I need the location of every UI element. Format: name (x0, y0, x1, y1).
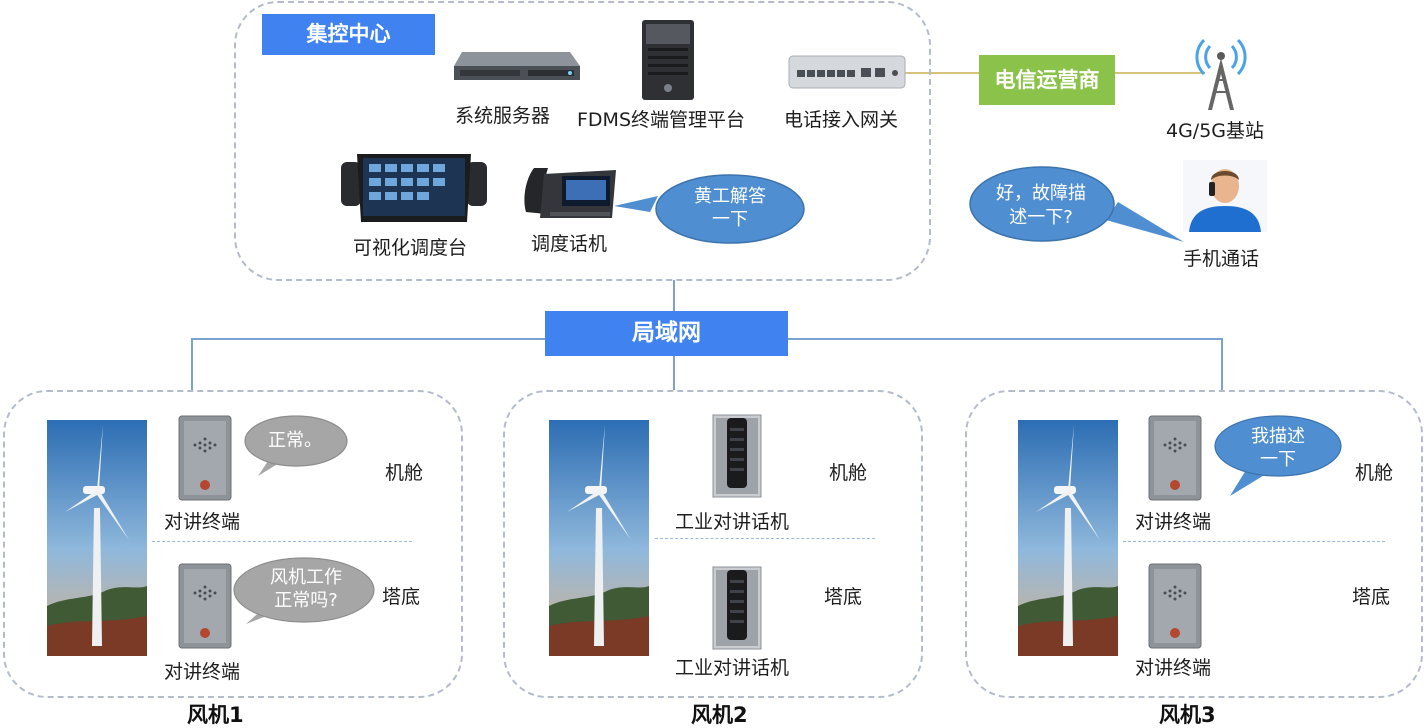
fdms-label: FDMS终端管理平台 (577, 109, 746, 131)
gateway-image (787, 52, 907, 92)
turbine1-nacelle-bubble-line1: 正常。 (268, 430, 322, 451)
lan-drop-turbine1 (191, 338, 193, 390)
turbine3-name: 风机3 (1159, 703, 1216, 727)
turbine2-top-label: 机舱 (829, 462, 868, 484)
turbine1-zone (3, 390, 463, 698)
turbine3-base-device-label: 对讲终端 (1135, 657, 1212, 679)
turbine1-base-label: 塔底 (382, 586, 421, 608)
turbine1-nacelle-intercom-image (178, 415, 232, 501)
turbine2-base-device-label: 工业对讲话机 (675, 657, 790, 679)
turbine3-base-label: 塔底 (1352, 586, 1391, 608)
lan-label: 局域网 (545, 311, 788, 356)
turbine1-base-intercom-image (178, 563, 232, 649)
server-label: 系统服务器 (455, 105, 551, 127)
lan-drop-turbine2 (673, 356, 675, 390)
server-image (452, 44, 580, 84)
control-center-zone (234, 1, 931, 281)
dispatch-console-label: 可视化调度台 (353, 237, 468, 259)
turbine3-nacelle-intercom-image (1148, 415, 1202, 501)
mobile-call-label: 手机通话 (1183, 248, 1260, 270)
dispatch-console-image (339, 152, 489, 226)
turbine2-photo (549, 420, 649, 656)
turbine1-separator (152, 541, 412, 542)
dispatch-speech-bubble: 黄工解答 一下 (606, 172, 806, 246)
turbine3-base-intercom-image (1148, 563, 1202, 649)
fdms-tower-image (640, 18, 696, 102)
dispatch-bubble-line1: 黄工解答 (694, 186, 766, 207)
turbine3-separator (1123, 541, 1385, 542)
turbine3-nacelle-bubble-line1: 我描述 (1251, 426, 1305, 447)
turbine3-nacelle-bubble: 我描述 一下 (1212, 412, 1344, 498)
turbine2-nacelle-phone-image (712, 414, 762, 498)
dispatch-bubble-line2: 一下 (712, 209, 748, 230)
turbine1-base-device-label: 对讲终端 (164, 661, 241, 683)
control-center-title: 集控中心 (262, 14, 435, 55)
turbine1-base-bubble: 风机工作 正常吗? (232, 556, 380, 626)
turbine1-base-bubble-line2: 正常吗? (274, 590, 338, 611)
turbine1-name: 风机1 (187, 703, 244, 727)
turbine3-top-device-label: 对讲终端 (1135, 511, 1212, 533)
turbine1-top-label: 机舱 (385, 462, 424, 484)
mobile-bubble-line1: 好，故障描 (996, 183, 1086, 204)
base-station-icon (1192, 30, 1250, 114)
mobile-user-image (1183, 160, 1267, 232)
turbine1-base-bubble-line1: 风机工作 (270, 567, 342, 588)
mobile-speech-bubble: 好，故障描 述一下? (966, 164, 1188, 246)
turbine2-name: 风机2 (691, 703, 748, 727)
turbine3-nacelle-bubble-line2: 一下 (1260, 449, 1296, 470)
turbine2-zone (503, 390, 923, 698)
turbine2-separator (655, 538, 875, 539)
cc-to-lan-line (673, 280, 675, 312)
dispatch-phone-image (520, 162, 620, 222)
turbine1-nacelle-bubble: 正常。 (240, 412, 350, 480)
dispatch-phone-label: 调度话机 (531, 233, 608, 255)
gateway-label: 电话接入网关 (784, 109, 899, 131)
turbine3-top-label: 机舱 (1355, 462, 1394, 484)
turbine3-zone (965, 390, 1423, 698)
lan-drop-turbine3 (1221, 338, 1223, 390)
mobile-bubble-line2: 述一下? (1009, 207, 1073, 228)
turbine1-photo (47, 420, 147, 656)
turbine2-top-device-label: 工业对讲话机 (675, 511, 790, 533)
turbine2-base-label: 塔底 (824, 586, 863, 608)
base-station-label: 4G/5G基站 (1166, 120, 1265, 142)
carrier-label: 电信运营商 (979, 55, 1115, 105)
turbine2-base-phone-image (712, 566, 762, 650)
turbine1-top-device-label: 对讲终端 (164, 511, 241, 533)
turbine3-photo (1018, 420, 1118, 656)
